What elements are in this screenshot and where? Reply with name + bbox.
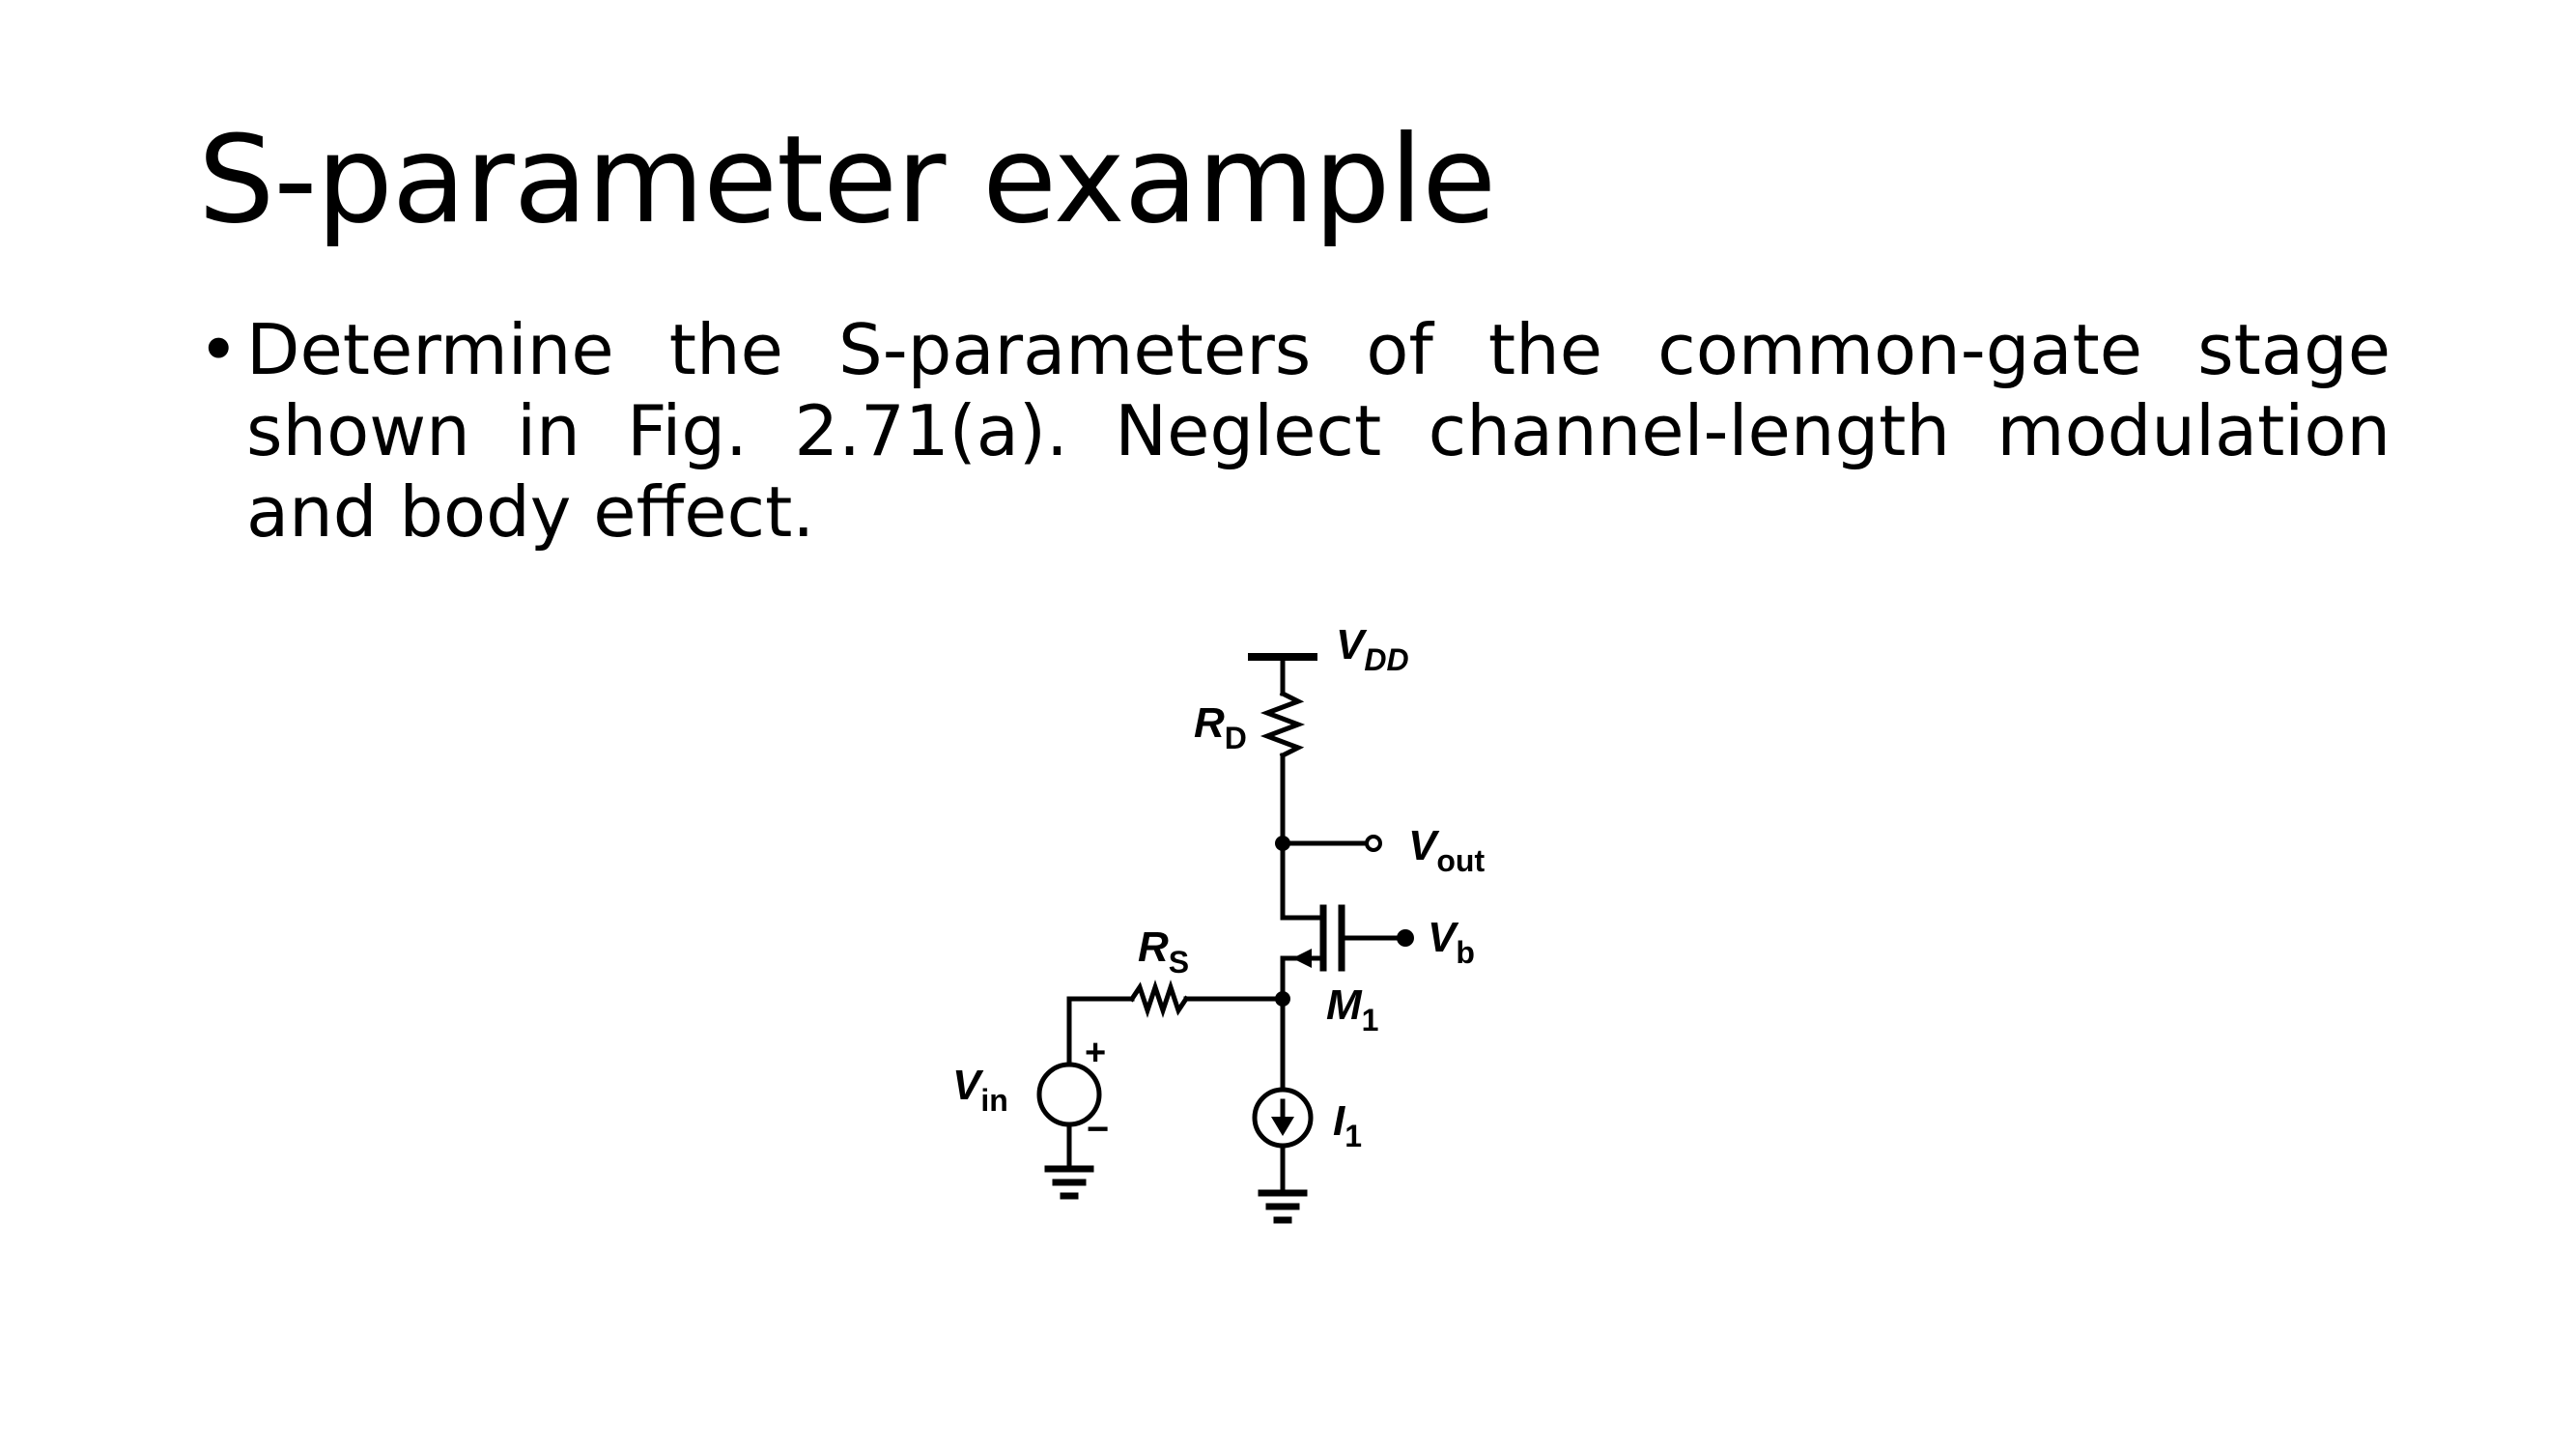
i1-label: I1 — [1333, 1097, 1362, 1153]
rs-label: RS — [1138, 923, 1189, 980]
slide-title: S-parameter example — [198, 110, 1496, 250]
source-node-dot — [1275, 991, 1290, 1007]
vb-terminal-dot — [1397, 929, 1414, 947]
vdd-label: VDD — [1336, 621, 1409, 677]
m1-label: M1 — [1326, 981, 1378, 1037]
m1-source-arrow — [1292, 949, 1312, 968]
bullet-text: Determine the S-parameters of the common… — [246, 309, 2391, 553]
bullet-item: • Determine the S-parameters of the comm… — [198, 309, 2391, 553]
vb-label: Vb — [1428, 914, 1475, 970]
bullet-list: • Determine the S-parameters of the comm… — [198, 309, 2391, 553]
vout-label: Vout — [1408, 822, 1485, 878]
rd-resistor — [1260, 690, 1306, 759]
vin-label: Vin — [952, 1062, 1008, 1118]
rd-label: RD — [1194, 699, 1247, 755]
common-gate-circuit-diagram: VDD RD Vout Vb RS M1 Vin I1 + − — [952, 621, 1485, 1224]
vout-terminal — [1365, 835, 1382, 852]
drain-node-dot — [1275, 836, 1290, 851]
i1-arrow-head — [1271, 1117, 1294, 1136]
wire-rs-left — [1066, 996, 1135, 1065]
vin-minus-label: − — [1087, 1108, 1109, 1151]
vin-plus-label: + — [1085, 1033, 1106, 1073]
rs-resistor — [1128, 980, 1190, 1018]
bullet-dot: • — [198, 309, 240, 390]
m1-source-lead — [1280, 955, 1326, 998]
m1-drain-lead — [1280, 891, 1326, 921]
